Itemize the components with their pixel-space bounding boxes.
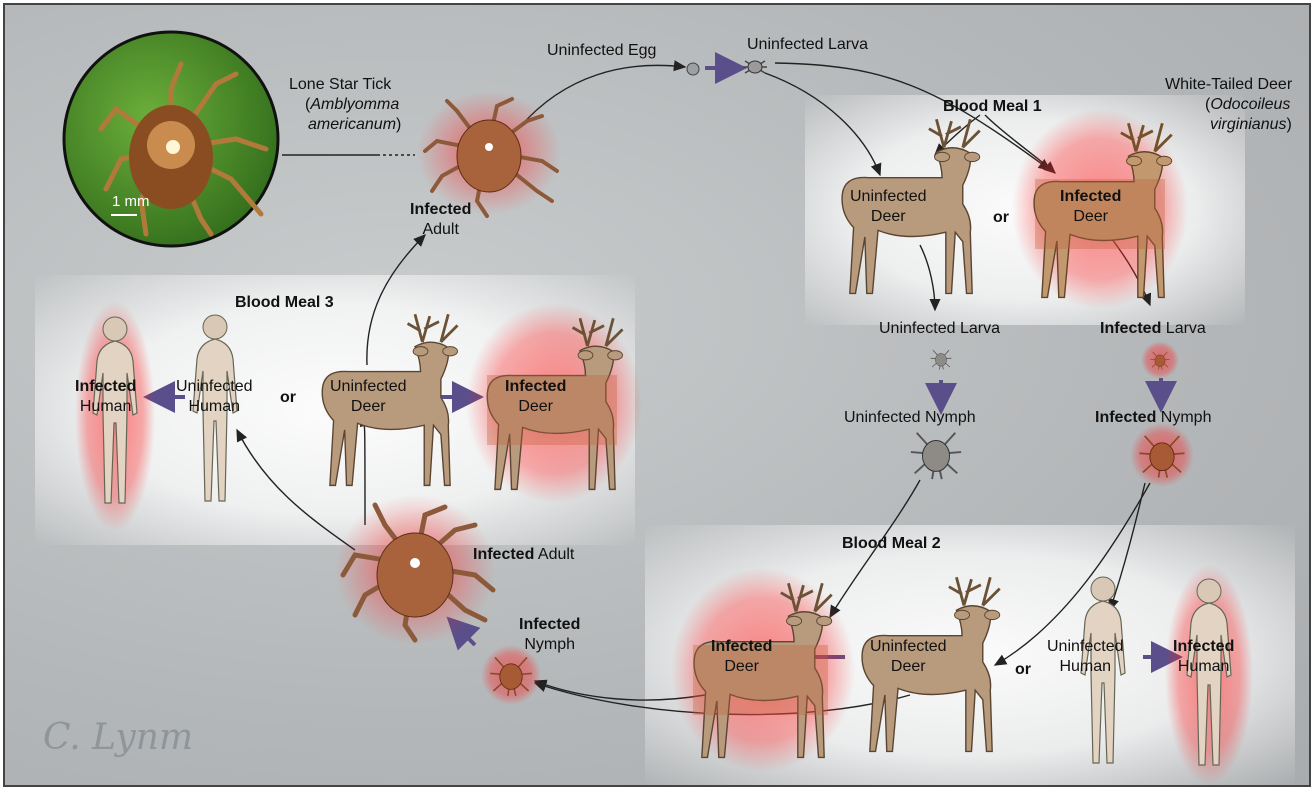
egg-icon bbox=[685, 61, 701, 77]
infected-nymph-right-icon bbox=[1130, 423, 1194, 487]
uninfected-nymph-icon bbox=[907, 425, 965, 483]
or-bm3: or bbox=[280, 388, 296, 408]
larva-top-icon bbox=[741, 55, 769, 79]
infected-adult-tick-bottom bbox=[335, 495, 495, 645]
or-bm2: or bbox=[1015, 660, 1031, 680]
uninfected-larva-top-label: Uninfected Larva bbox=[747, 35, 868, 55]
lone-star-tick-life-cycle-diagram: 1 mm Lone Star Tick (Amblyomma americanu… bbox=[3, 3, 1311, 787]
artist-signature: C. Lynm bbox=[43, 717, 193, 758]
infected-adult-bottom-label: Infected Adult bbox=[473, 545, 574, 565]
scale-bar-label: 1 mm bbox=[112, 192, 150, 212]
deer-species-line-2: virginianus) bbox=[1210, 115, 1292, 135]
or-bm1: or bbox=[993, 208, 1009, 228]
white-tailed-deer-label: White-Tailed Deer bbox=[1165, 75, 1292, 95]
lone-star-tick-label: Lone Star Tick bbox=[289, 75, 391, 95]
lone-star-species-line-2: americanum) bbox=[308, 115, 401, 135]
uninfected-larva-mid-label: Uninfected Larva bbox=[879, 319, 1000, 339]
infected-larva-label: Infected Larva bbox=[1100, 319, 1206, 339]
deer-species-line-1: (Odocoileus bbox=[1205, 95, 1290, 115]
tick-photo bbox=[61, 29, 281, 249]
lone-star-species-line-1: (Amblyomma bbox=[305, 95, 399, 115]
uninfected-egg-label: Uninfected Egg bbox=[547, 41, 656, 61]
uninfected-larva-mid-icon bbox=[929, 347, 953, 371]
blood-meal-2-label: Blood Meal 2 bbox=[842, 534, 941, 554]
infected-larva-icon bbox=[1141, 341, 1179, 379]
